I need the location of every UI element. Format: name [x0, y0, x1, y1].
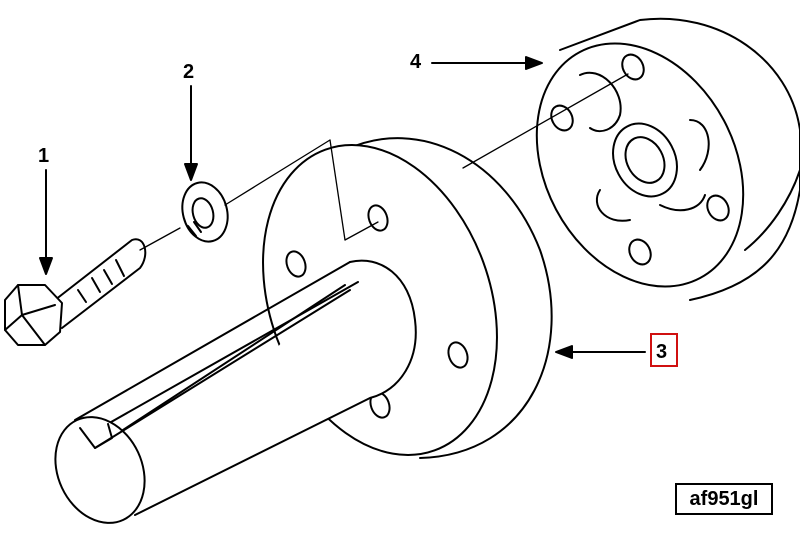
callout-highlight-box: [650, 333, 678, 367]
callout-lock-washer: 2: [183, 61, 195, 83]
hex-bolt: [4, 238, 147, 346]
callout-hub-shaft: 3: [656, 341, 668, 363]
coupling-disc: [535, 17, 800, 301]
callout-bolt: 1: [38, 145, 50, 167]
figure-id-label: af951gl: [675, 483, 773, 515]
leader-arrows: [39, 56, 646, 359]
shaft: [54, 259, 417, 524]
assembly-lines: [139, 73, 629, 251]
lock-washer: [181, 181, 229, 243]
callout-coupling: 4: [410, 51, 422, 73]
